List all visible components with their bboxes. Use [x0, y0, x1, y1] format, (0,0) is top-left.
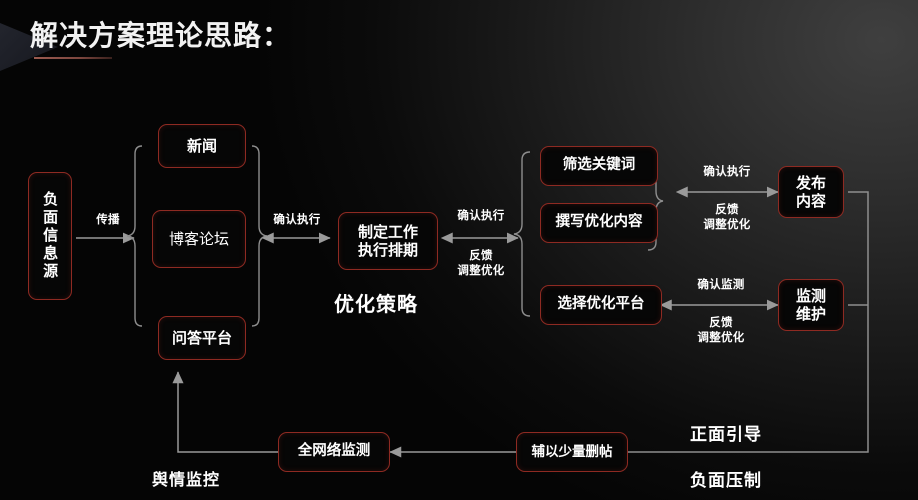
node-write-content[interactable]: 撰写优化内容: [540, 203, 658, 243]
edge-label-confirm-monitor: 确认监测: [697, 277, 745, 291]
edge-label-confirm-exec-mid: 确认执行: [457, 208, 505, 222]
node-channel-news[interactable]: 新闻: [158, 124, 246, 168]
node-channel-qa[interactable]: 问答平台: [158, 316, 246, 360]
edge-label-spread: 传播: [96, 212, 120, 226]
node-filter-keywords[interactable]: 筛选关键词: [540, 146, 658, 186]
node-work-schedule[interactable]: 制定工作 执行排期: [338, 212, 438, 270]
section-label-negative-suppress: 负面压制: [690, 471, 762, 491]
edge-label-confirm-exec-left: 确认执行: [273, 212, 321, 226]
section-label-strategy: 优化策略: [334, 292, 418, 316]
title-underline: [34, 57, 112, 59]
edge-label-feedback-monitor: 反馈 调整优化: [697, 315, 745, 344]
edge-label-feedback-right: 反馈 调整优化: [703, 202, 751, 231]
node-monitor-maintain[interactable]: 监测 维护: [778, 279, 844, 331]
node-publish-content[interactable]: 发布 内容: [778, 166, 844, 218]
node-channel-blog[interactable]: 博客论坛: [152, 210, 246, 268]
edge-label-confirm-exec-right: 确认执行: [703, 164, 751, 178]
node-network-monitoring[interactable]: 全网络监测: [278, 432, 390, 472]
node-minor-deletion[interactable]: 辅以少量删帖: [516, 432, 628, 472]
edge-label-feedback-mid: 反馈 调整优化: [457, 248, 505, 277]
page-title: 解决方案理论思路：: [30, 19, 292, 52]
section-label-public-opinion: 舆情监控: [152, 470, 221, 489]
section-label-positive-guide: 正面引导: [690, 425, 762, 445]
node-negative-source[interactable]: 负面信息源: [28, 172, 72, 300]
node-select-platform[interactable]: 选择优化平台: [540, 285, 662, 325]
